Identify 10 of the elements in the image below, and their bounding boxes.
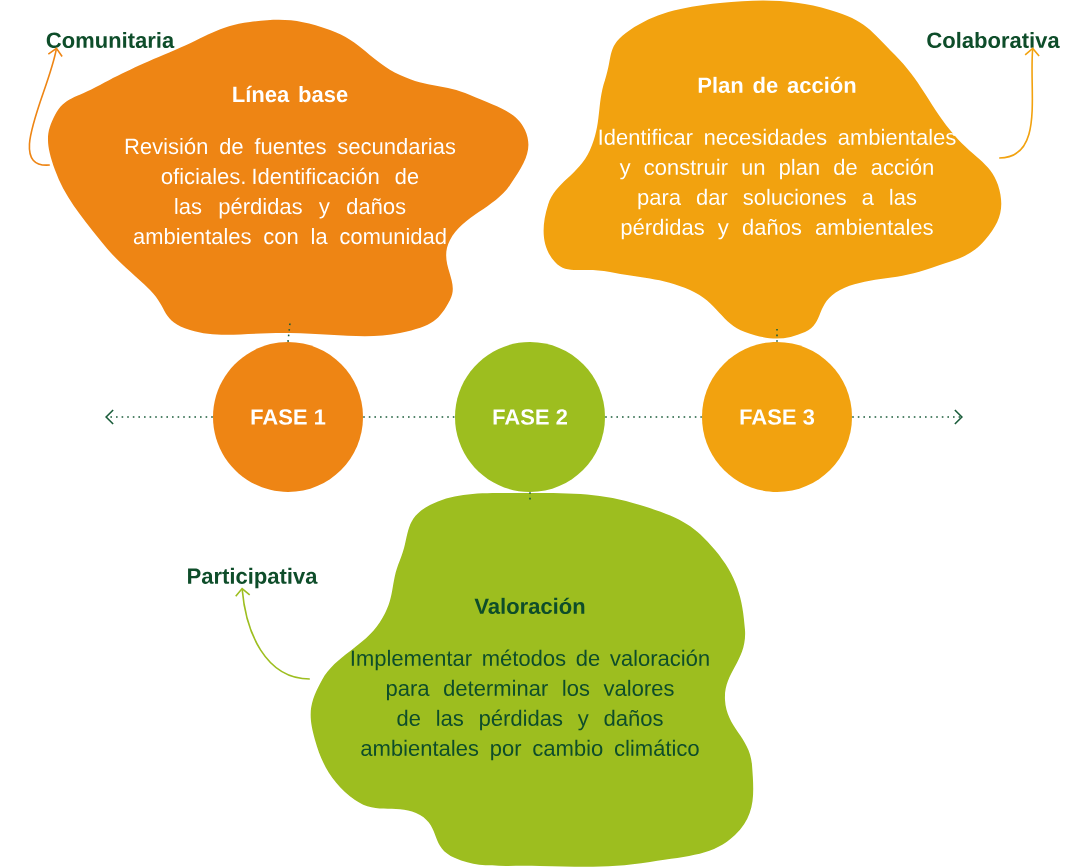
connector-line xyxy=(362,416,456,418)
heading-text: Comunitaria xyxy=(46,31,175,49)
connector-line xyxy=(287,321,291,343)
arrow xyxy=(234,587,311,680)
arrow xyxy=(28,47,63,166)
arrow xyxy=(998,47,1040,159)
connector-line xyxy=(776,327,778,343)
arrow xyxy=(851,409,963,425)
arrow xyxy=(105,409,214,425)
connector-line xyxy=(604,416,703,418)
